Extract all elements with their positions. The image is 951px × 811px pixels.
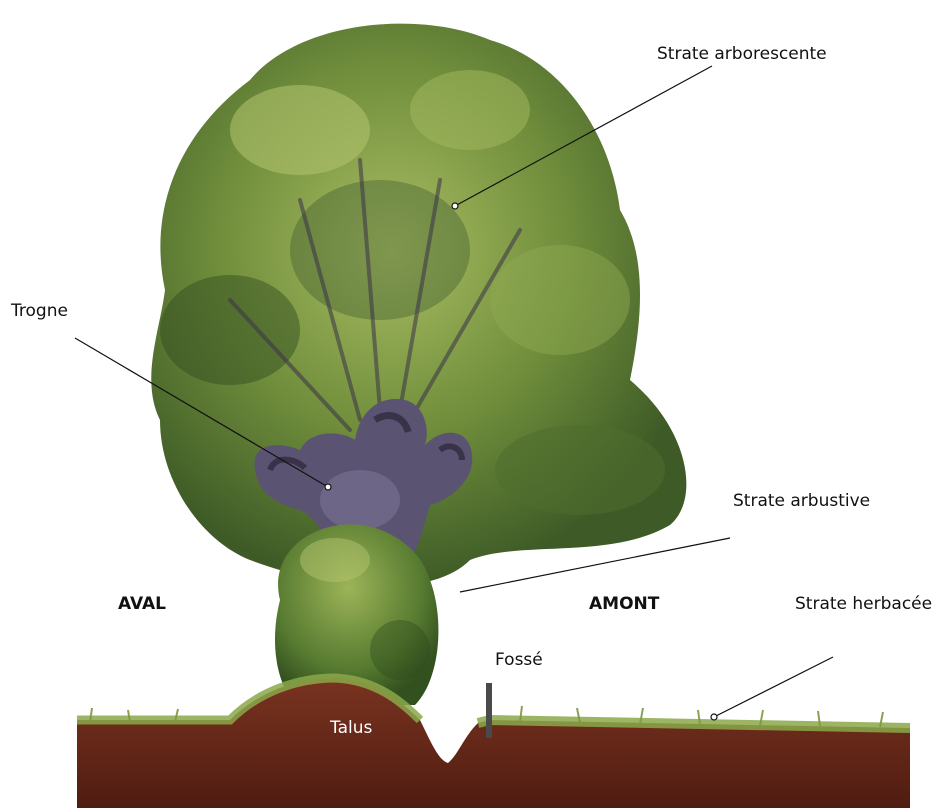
label-aval: AVAL: [118, 596, 166, 613]
label-trogne: Trogne: [11, 303, 68, 320]
label-amont: AMONT: [589, 596, 659, 613]
leader-line-herbacee: [714, 657, 833, 717]
label-talus: Talus: [330, 720, 372, 737]
label-strate-arbustive: Strate arbustive: [733, 493, 870, 510]
label-fosse: Fossé: [495, 652, 543, 669]
label-strate-herbacee: Strate herbacée: [795, 596, 932, 613]
label-strate-arborescente: Strate arborescente: [657, 46, 827, 63]
soil-profile: [77, 678, 910, 808]
